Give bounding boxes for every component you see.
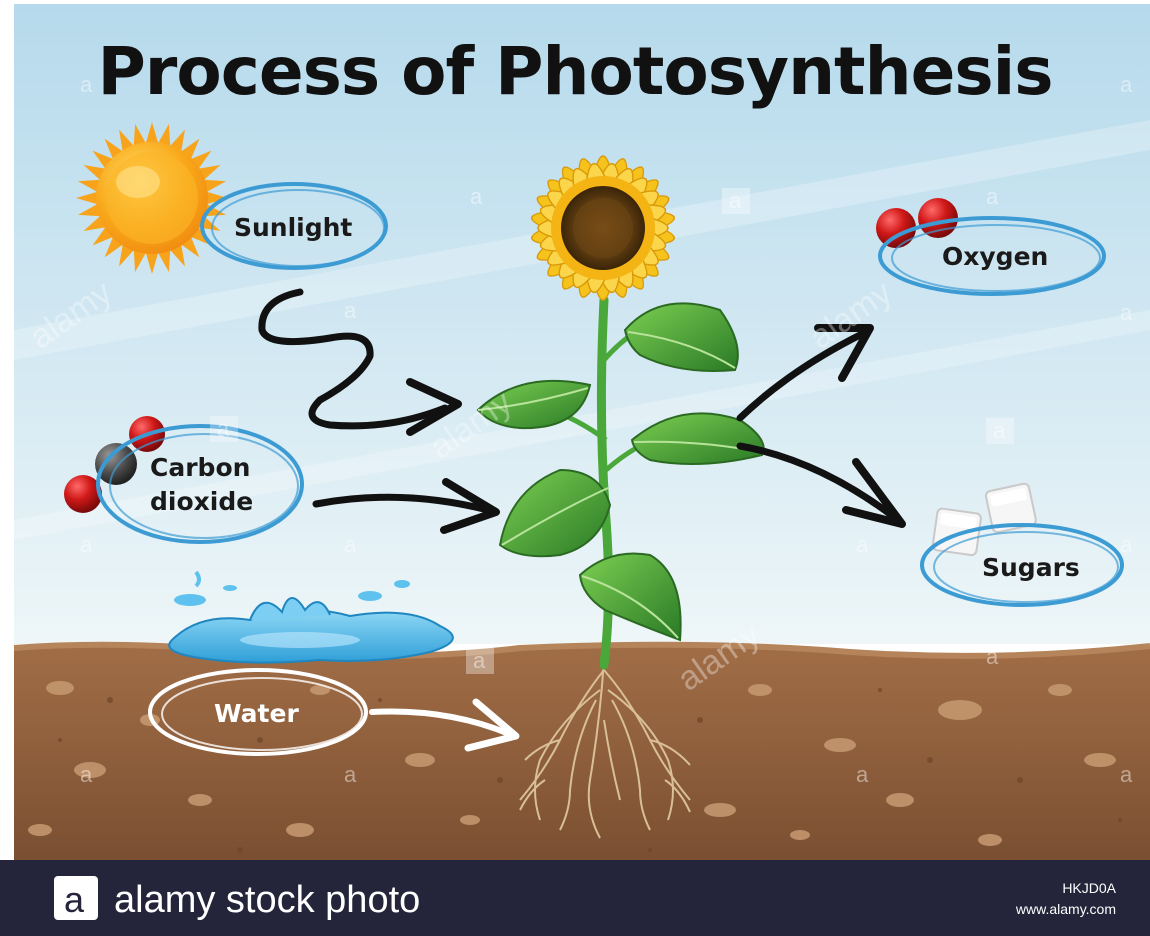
page-title: Process of Photosynthesis [97, 33, 1052, 110]
oxygen-label: Oxygen [942, 242, 1048, 271]
svg-text:a: a [1120, 300, 1133, 325]
svg-text:a: a [473, 648, 486, 673]
svg-text:a: a [80, 532, 93, 557]
svg-text:a: a [1120, 532, 1133, 557]
svg-text:a: a [856, 762, 869, 787]
svg-text:a: a [344, 532, 357, 557]
svg-text:a: a [80, 72, 93, 97]
svg-text:a: a [217, 416, 230, 441]
footer-url: www.alamy.com [1015, 901, 1116, 917]
svg-text:a: a [1120, 762, 1133, 787]
alamy-logo-letter: a [64, 879, 85, 920]
svg-text:a: a [986, 184, 999, 209]
svg-text:a: a [856, 532, 869, 557]
svg-text:a: a [344, 298, 357, 323]
svg-text:a: a [80, 762, 93, 787]
soil-ground [14, 645, 1150, 860]
footer-brand: alamy stock photo [114, 879, 420, 921]
footer-image-code: HKJD0A [1062, 880, 1116, 896]
svg-text:a: a [729, 188, 742, 213]
footer-bar: a alamy stock photo HKJD0A www.alamy.com [0, 860, 1150, 936]
svg-text:a: a [993, 418, 1006, 443]
sugars-label: Sugars [982, 553, 1080, 582]
svg-text:a: a [344, 762, 357, 787]
svg-text:a: a [1120, 72, 1133, 97]
carbon-dioxide-label-line1: Carbon [150, 453, 250, 482]
svg-text:a: a [986, 644, 999, 669]
carbon-dioxide-label-line2: dioxide [150, 487, 253, 516]
svg-text:a: a [470, 184, 483, 209]
sunlight-label: Sunlight [234, 213, 352, 242]
water-label: Water [214, 699, 299, 728]
